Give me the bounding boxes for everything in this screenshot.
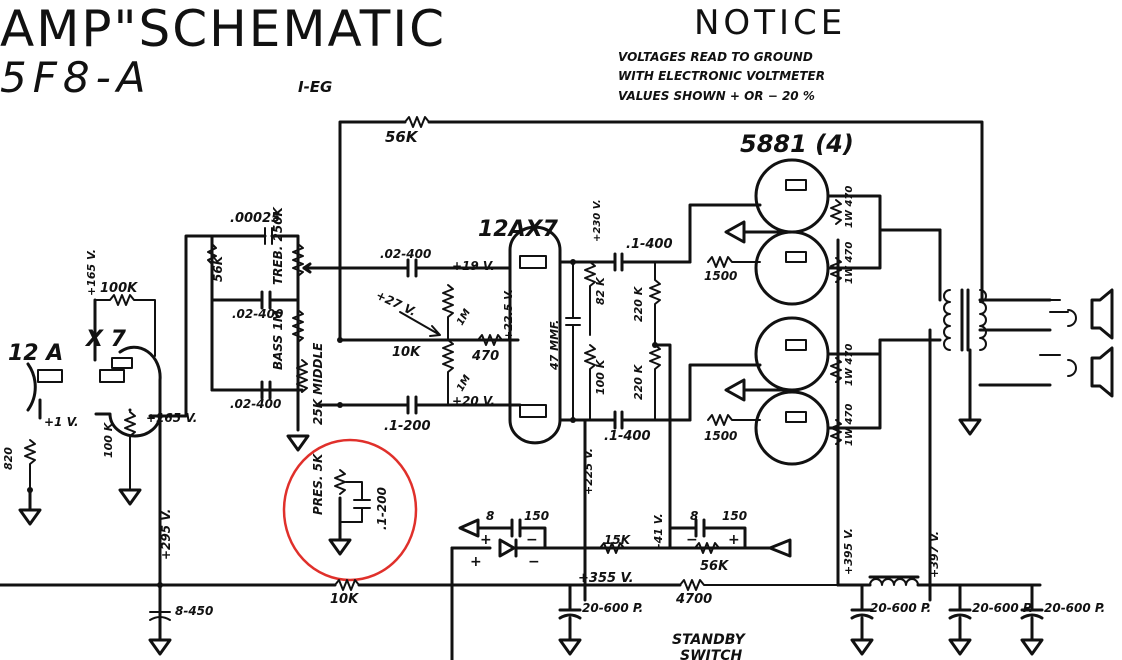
- cap-47mmf: 47 MMF.: [548, 320, 561, 371]
- voltage-295: +295 V.: [159, 509, 173, 560]
- voltage-20: +20 V.: [452, 394, 495, 408]
- standby-label: STANDBY: [672, 632, 747, 648]
- voltage-165-top: +165 V.: [85, 249, 98, 296]
- phase-inverter-label: 12AX7: [478, 217, 559, 242]
- resistor-10k-bottom: 10K: [330, 592, 359, 607]
- plate-resistor-label: 100K: [100, 281, 138, 296]
- power-tubes-5881: [754, 158, 830, 466]
- treble-cap-label: .00025: [230, 211, 280, 226]
- cathode-voltage: +1 V.: [44, 415, 79, 429]
- preamp-tube-label-b: X 7: [84, 327, 127, 352]
- voltage-19: +19 V.: [452, 259, 495, 273]
- model-number: 5F8-A: [0, 53, 152, 102]
- bias-cap-a-voltage: 150: [524, 509, 549, 523]
- grid-stopper-1500-a: 1500: [704, 269, 737, 283]
- grid-stopper-1500-b: 1500: [704, 429, 737, 443]
- drawing-code: I-EG: [298, 78, 332, 96]
- presence-highlight-circle: [282, 438, 418, 582]
- screen-resistor-c: 1W 470: [844, 344, 855, 386]
- resistor-4700: 4700: [675, 592, 712, 607]
- feedback-resistor-label: 56K: [385, 128, 419, 146]
- voltage-395: +395 V.: [842, 528, 855, 575]
- rectifier-minus: −: [528, 554, 540, 570]
- voltage-230: +230 V.: [592, 199, 603, 242]
- speakers: [1039, 288, 1114, 398]
- low-cap-label: .02-400: [230, 397, 281, 411]
- filter-cap-20-600-d: 20-600 P.: [1044, 601, 1105, 615]
- voltage-165: +165 V.: [146, 411, 197, 425]
- notice-line-1: VOLTAGES READ TO GROUND: [618, 50, 813, 64]
- middle-pot-label: 25K MIDDLE: [311, 342, 325, 425]
- screen-resistor-b: 1W 470: [844, 242, 855, 284]
- resistor-220k-a: 220 K: [632, 285, 645, 322]
- notice-line-2: WITH ELECTRONIC VOLTMETER: [618, 69, 825, 83]
- grid-resistor-1m-b: 1M: [455, 373, 473, 393]
- resistor-15k: 15K: [604, 533, 632, 547]
- notice-line-3: VALUES SHOWN + OR − 20 %: [618, 89, 815, 103]
- filter-cap-8-450: 8-450: [175, 604, 213, 618]
- cap-1-400-a: .1-400: [626, 237, 673, 252]
- coupling-cap-bottom: .1-200: [384, 419, 431, 434]
- filter-cap-20-600-a: 20-600 P.: [582, 601, 643, 615]
- tone-stack: [207, 227, 314, 452]
- bias-cap-a-minus: −: [526, 532, 538, 548]
- voltage-355: +355 V.: [578, 571, 634, 586]
- grid-resistor-1m-a: 1M: [455, 307, 473, 327]
- filter-cap-20-600-c: 20-600 P.: [972, 601, 1033, 615]
- cathode-resistor-label: 820: [2, 447, 15, 470]
- filter-cap-20-600-b: 20-600 P.: [870, 601, 931, 615]
- resistor-470: 470: [471, 349, 499, 364]
- bias-cap-b-plus: +: [728, 532, 740, 548]
- resistor-10k-mid: 10K: [392, 345, 421, 360]
- bass-pot-label: BASS 1M: [271, 310, 285, 370]
- resistor-82k: 82 K: [594, 276, 607, 305]
- schematic-title: AMP"SCHEMATIC: [0, 0, 446, 58]
- power-tube-label: 5881 (4): [740, 130, 854, 158]
- presence-pot-label: PRES. 5K: [311, 452, 325, 515]
- resistor-56k-bias: 56K: [700, 559, 729, 574]
- resistor-100k-pi: 100 K: [594, 358, 607, 395]
- presence-control: [328, 469, 371, 556]
- screen-resistor-d: 1W 470: [844, 404, 855, 446]
- presence-cap-label: .1-200: [375, 487, 389, 530]
- voltage-27: +27 V.: [374, 288, 419, 319]
- output-transformer: [928, 228, 1052, 602]
- bias-cap-a-plus: +: [480, 532, 492, 548]
- resistor-220k-b: 220 K: [632, 363, 645, 400]
- bias-cap-b-value: 8: [690, 509, 698, 523]
- switch-label: SWITCH: [680, 648, 743, 660]
- tone-56k-label: 56K: [211, 254, 225, 282]
- screen-resistor-a: 1W 470: [844, 186, 855, 228]
- bias-cap-b-minus: −: [686, 532, 698, 548]
- cap-1-400-b: .1-400: [604, 429, 651, 444]
- treble-pot-label: TREB. 250K: [271, 205, 285, 285]
- voltage-397: +397 V.: [928, 531, 941, 578]
- bias-voltage: -41 V.: [652, 513, 665, 548]
- bias-cap-a-value: 8: [486, 509, 494, 523]
- preamp-tube-label-a: 12 A: [8, 341, 63, 366]
- mid-cap-label: .02-400: [232, 307, 283, 321]
- rectifier-plus: +: [470, 554, 482, 570]
- bias-cap-b-voltage: 150: [722, 509, 747, 523]
- load-resistor-label: 100 K: [102, 421, 115, 458]
- notice-heading: NOTICE: [694, 3, 846, 43]
- coupling-cap-top: .02-400: [380, 247, 431, 261]
